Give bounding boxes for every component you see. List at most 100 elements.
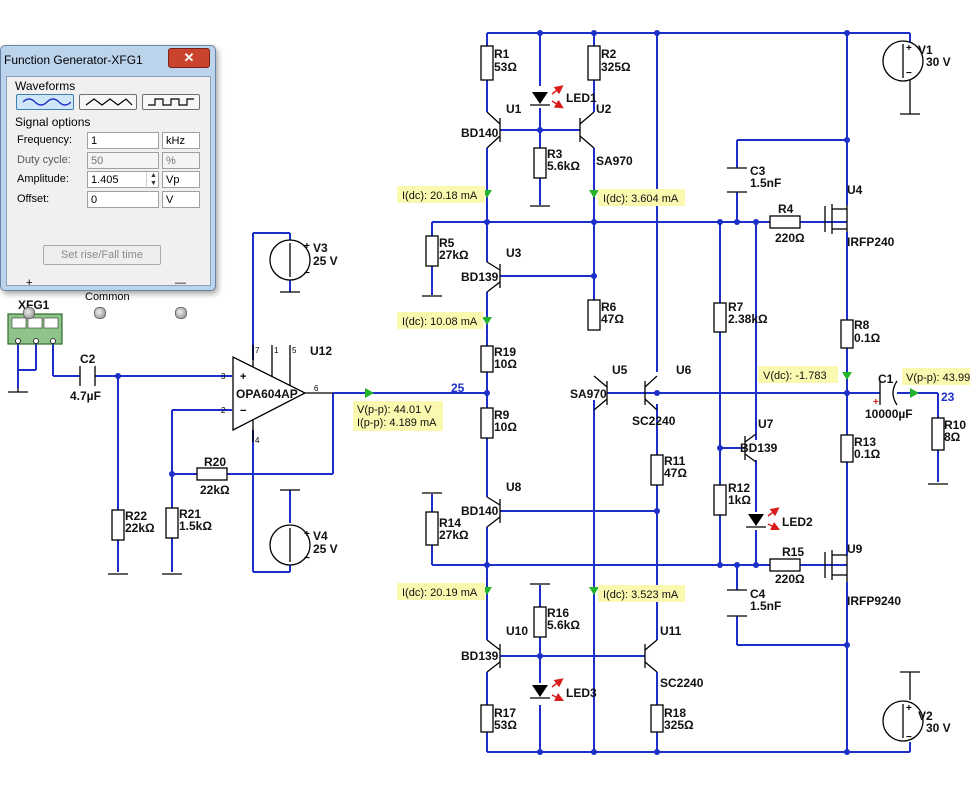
- r22-ref: R22: [125, 509, 147, 523]
- opamp-pin: 2: [221, 406, 226, 415]
- probe-readouts: I(dc): 20.18 mA I(dc): 3.604 mA I(dc): 1…: [353, 186, 970, 602]
- square-wave-button[interactable]: [142, 94, 200, 110]
- duty-cycle-label: Duty cycle:: [17, 154, 71, 166]
- set-rise-fall-time-button[interactable]: Set rise/Fall time: [43, 245, 161, 265]
- v1-ref: V1: [918, 43, 933, 57]
- duty-cycle-unit: %: [162, 152, 200, 169]
- v4-value: 25 V: [313, 542, 338, 556]
- triangle-wave-button[interactable]: [79, 94, 137, 110]
- frequency-input[interactable]: 1: [87, 132, 159, 149]
- svg-text:−: −: [906, 732, 912, 743]
- probe-text: I(dc): 20.19 mA: [402, 587, 478, 599]
- sine-wave-icon: [22, 98, 71, 106]
- plus-terminal[interactable]: [23, 307, 35, 319]
- opamp-pin: 1: [274, 346, 279, 355]
- r11-value: 47Ω: [664, 466, 687, 480]
- v2-ref: V2: [918, 709, 933, 723]
- u6-ref: U6: [676, 363, 692, 377]
- offset-label: Offset:: [17, 193, 50, 205]
- u8-part: BD140: [461, 504, 499, 518]
- opamp-pin: 4: [255, 436, 260, 445]
- opamp-part: OPA604AP: [236, 387, 298, 401]
- opamp-pin: 6: [314, 384, 319, 393]
- r9-ref: R9: [494, 408, 510, 422]
- r10-ref: R10: [944, 418, 966, 432]
- offset-unit-select[interactable]: V: [162, 191, 200, 208]
- minus-terminal[interactable]: [175, 307, 187, 319]
- r15-ref: R15: [782, 545, 804, 559]
- u3-part: BD139: [461, 270, 499, 284]
- probe-text: I(p-p): 4.189 mA: [357, 417, 437, 429]
- svg-text:−: −: [906, 68, 912, 79]
- square-wave-icon: [148, 98, 194, 106]
- r12-value: 1kΩ: [728, 493, 751, 507]
- labels: XFG1 U12 OPA604AP 3 2 7 1 5 6 4 + − V1 3…: [18, 43, 966, 743]
- junctions: [115, 30, 850, 755]
- r13-ref: R13: [854, 435, 876, 449]
- c3-value: 1.5nF: [750, 176, 781, 190]
- u10-ref: U10: [506, 624, 528, 638]
- u9-part: IRFP9240: [847, 594, 901, 608]
- r6-value: 47Ω: [601, 312, 624, 326]
- close-icon: ✕: [183, 50, 195, 65]
- opamp-pin: 5: [292, 346, 297, 355]
- probe-text: I(dc): 3.523 mA: [603, 589, 679, 601]
- v3-ref: V3: [313, 241, 328, 255]
- svg-text:+: +: [873, 397, 879, 408]
- probe-text: I(dc): 3.604 mA: [603, 193, 679, 205]
- u10-part: BD139: [461, 649, 499, 663]
- common-terminal[interactable]: [94, 307, 106, 319]
- r15-value: 220Ω: [775, 572, 805, 586]
- net-label-23: 23: [941, 390, 955, 404]
- v4-ref: V4: [313, 529, 328, 543]
- u7-part: BD139: [740, 441, 778, 455]
- led2-label: LED2: [782, 515, 813, 529]
- capacitor-symbols: [79, 167, 898, 617]
- c3-ref: C3: [750, 164, 766, 178]
- duty-cycle-input[interactable]: 50: [87, 152, 159, 169]
- probe-text: I(dc): 10.08 mA: [402, 316, 478, 328]
- waveforms-group-label: Waveforms: [15, 79, 76, 93]
- r1-ref: R1: [494, 47, 510, 61]
- r2-value: 325Ω: [601, 60, 631, 74]
- r19-ref: R19: [494, 345, 516, 359]
- window-titlebar[interactable]: Function Generator-XFG1 ✕: [1, 46, 215, 72]
- r18-value: 325Ω: [664, 718, 694, 732]
- opamp-minus: −: [240, 405, 246, 417]
- function-generator-window[interactable]: Function Generator-XFG1 ✕ Waveforms Sign…: [0, 45, 216, 319]
- u5-part: SA970: [570, 387, 607, 401]
- amplitude-label: Amplitude:: [17, 173, 69, 185]
- svg-text:+: +: [906, 43, 912, 54]
- amplitude-input[interactable]: 1.405: [87, 171, 159, 188]
- r20-ref: R20: [204, 455, 226, 469]
- r1-value: 53Ω: [494, 60, 517, 74]
- svg-text:+: +: [906, 703, 912, 714]
- svg-text:−: −: [304, 553, 310, 564]
- r20-value: 22kΩ: [200, 483, 230, 497]
- r16-ref: R16: [547, 606, 569, 620]
- resistor-bodies: [111, 45, 945, 733]
- led1-label: LED1: [566, 91, 597, 105]
- amplitude-unit-select[interactable]: Vp: [162, 171, 200, 188]
- led3-label: LED3: [566, 686, 597, 700]
- probe-text: V(dc): -1.783: [763, 370, 827, 382]
- r19-value: 10Ω: [494, 357, 517, 371]
- sine-wave-button[interactable]: [16, 94, 74, 110]
- r22-value: 22kΩ: [125, 521, 155, 535]
- window-title: Function Generator-XFG1: [4, 53, 143, 67]
- led-symbols: [530, 85, 781, 702]
- v3-value: 25 V: [313, 254, 338, 268]
- c2-ref: C2: [80, 352, 96, 366]
- function-generator-block[interactable]: [7, 313, 63, 345]
- amplitude-spinner[interactable]: ▲▼: [146, 172, 160, 189]
- offset-input[interactable]: 0: [87, 191, 159, 208]
- frequency-unit-select[interactable]: kHz: [162, 132, 200, 149]
- transistor-symbols: [486, 111, 848, 673]
- opamp-u12[interactable]: [232, 345, 333, 442]
- close-button[interactable]: ✕: [168, 48, 210, 68]
- net-label-25: 25: [451, 381, 465, 395]
- c2-value: 4.7µF: [70, 389, 101, 403]
- u3-ref: U3: [506, 246, 522, 260]
- r14-value: 27kΩ: [439, 528, 469, 542]
